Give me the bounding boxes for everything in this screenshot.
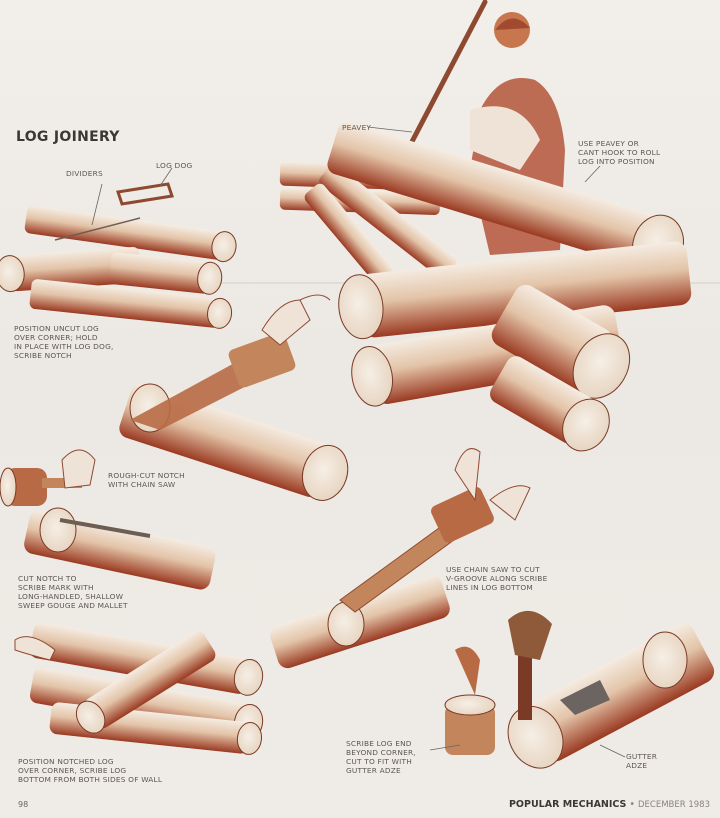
callout-peavey: PEAVEY [342, 123, 372, 132]
footer-separator: • [629, 799, 635, 810]
notched-log-corner-illustration [14, 622, 264, 755]
v-groove-chainsaw-illustration [270, 448, 531, 669]
callout-gutter-adze: GUTTER ADZE [626, 752, 658, 770]
chainsaw-rough-cut-illustration [119, 294, 349, 501]
gouge-mallet-illustration [0, 449, 216, 590]
issue-date: DECEMBER 1983 [638, 800, 710, 810]
page-number: 98 [18, 800, 29, 809]
caption-cut-notch-gouge: CUT NOTCH TO SCRIBE MARK WITH LONG-HANDL… [18, 574, 128, 610]
article-title: LOG JOINERY [16, 129, 120, 145]
log-dog-corner-illustration [0, 167, 237, 329]
caption-position-uncut-log: POSITION UNCUT LOG OVER CORNER; HOLD IN … [14, 324, 114, 360]
callout-log-dog: LOG DOG [156, 161, 193, 170]
gutter-adze-illustration [429, 610, 715, 769]
caption-peavey-roll: USE PEAVEY OR CANT HOOK TO ROLL LOG INTO… [578, 139, 661, 166]
caption-v-groove: USE CHAIN SAW TO CUT V-GROOVE ALONG SCRI… [446, 565, 548, 592]
callout-dividers: DIVIDERS [66, 169, 103, 178]
caption-scribe-log-end: SCRIBE LOG END BEYOND CORNER, CUT TO FIT… [346, 739, 416, 775]
peavey-corner-illustration [279, 0, 692, 452]
caption-position-notched-log: POSITION NOTCHED LOG OVER CORNER, SCRIBE… [18, 757, 163, 784]
caption-rough-cut-notch: ROUGH-CUT NOTCH WITH CHAIN SAW [108, 471, 185, 489]
page-footer: POPULAR MECHANICS•DECEMBER 1983 [509, 799, 710, 810]
publication-name: POPULAR MECHANICS [508, 799, 627, 810]
